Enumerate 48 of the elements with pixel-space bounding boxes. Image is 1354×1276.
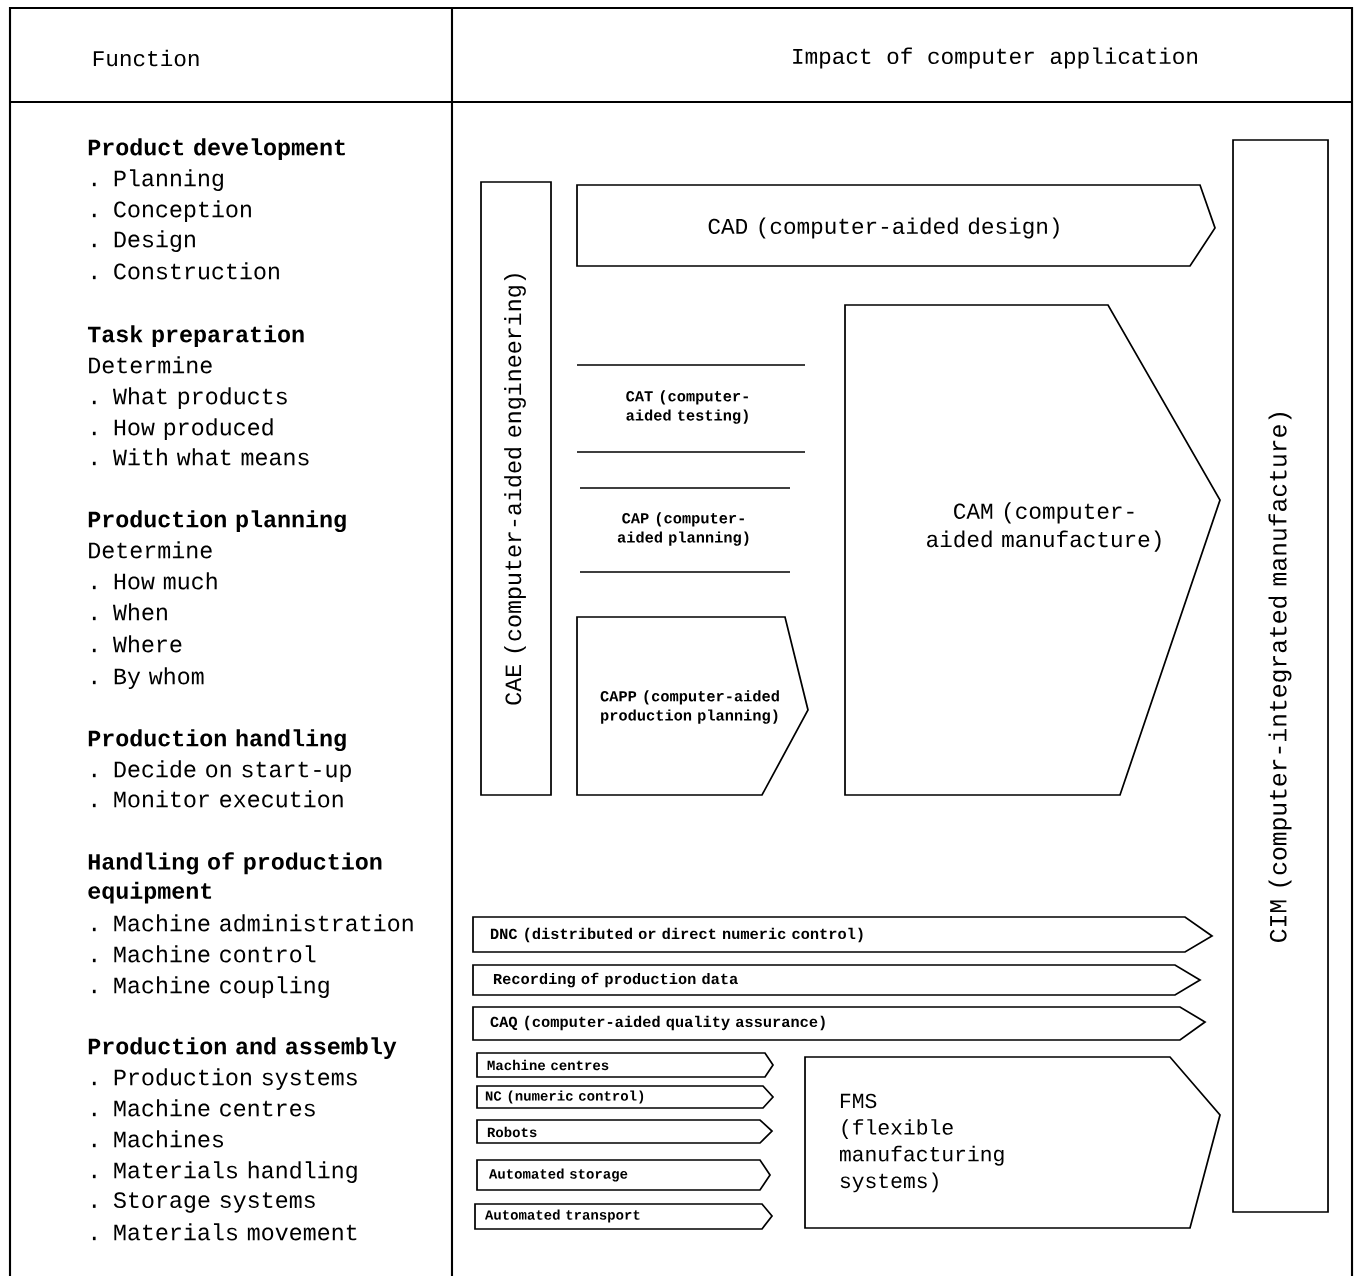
arrow-band: Automated storage xyxy=(476,1159,772,1191)
list-item: . Materials movement xyxy=(92,1223,357,1241)
list-item: . By whom xyxy=(92,667,204,689)
list-item: . Monitor execution xyxy=(92,790,343,808)
list-item: . Planning xyxy=(92,169,223,191)
arrow-band: Automated transport xyxy=(474,1203,774,1230)
list-item: . What products xyxy=(92,387,287,409)
list-item: . Where xyxy=(92,635,182,653)
section-heading: Product development xyxy=(88,138,345,160)
label-box: CAE (computer-aided engineering) xyxy=(480,181,552,796)
list-item: . Machine administration xyxy=(92,914,413,932)
section-heading: Production planning xyxy=(88,510,346,533)
column-header: Function xyxy=(93,49,199,67)
list-item: . Machine centres xyxy=(92,1099,315,1117)
list-item: . Machine control xyxy=(92,945,316,963)
arrow-band: Machine centres xyxy=(476,1052,775,1078)
list-item: . When xyxy=(92,603,167,621)
section-heading: Task preparation xyxy=(87,325,304,347)
list-item: . Production systems xyxy=(92,1068,357,1090)
section-heading: Production handling xyxy=(88,729,346,752)
arrow-band: Robots xyxy=(476,1119,774,1144)
list-item: . Machine coupling xyxy=(92,976,329,998)
arrow-band: Recording of production data xyxy=(472,964,1202,996)
list-item: . Decide on start-up xyxy=(92,760,351,782)
lined-band: CAT (computer-aided testing) xyxy=(576,364,806,453)
arrow-band: FMS (flexible manufacturing systems) xyxy=(804,1056,1221,1229)
list-item: . Materials handling xyxy=(92,1161,357,1183)
column-header: Impact of computer application xyxy=(793,47,1197,69)
list-item: . Conception xyxy=(92,200,251,222)
arrow-band: NC (numeric control) xyxy=(476,1085,775,1109)
section-heading: Production and assembly xyxy=(88,1037,397,1059)
list-item: . How produced xyxy=(92,418,273,440)
arrow-band: DNC (distributed or direct numeric control) xyxy=(472,916,1214,953)
list-item: . Storage systems xyxy=(92,1192,315,1213)
arrow-band: CAPP (computer-aided production planning) xyxy=(576,616,809,796)
label-box: CIM (computer-integrated manufacture) xyxy=(1232,139,1329,1213)
arrow-band: CAM (computer-aided manufacture) xyxy=(844,304,1221,796)
list-item: Determine xyxy=(89,541,212,559)
section-heading: Handling of production equipment xyxy=(88,852,382,904)
list-item: . With what means xyxy=(92,448,309,466)
list-item: . How much xyxy=(92,572,217,590)
list-item: Determine xyxy=(89,356,212,374)
list-item: . Design xyxy=(92,230,195,252)
arrow-band: CAD (computer-aided design) xyxy=(576,184,1216,267)
lined-band: CAP (computer-aided planning) xyxy=(579,487,791,573)
list-item: . Construction xyxy=(92,262,279,280)
arrow-band: CAQ (computer-aided quality assurance) xyxy=(472,1006,1207,1041)
list-item: . Machines xyxy=(92,1130,223,1148)
